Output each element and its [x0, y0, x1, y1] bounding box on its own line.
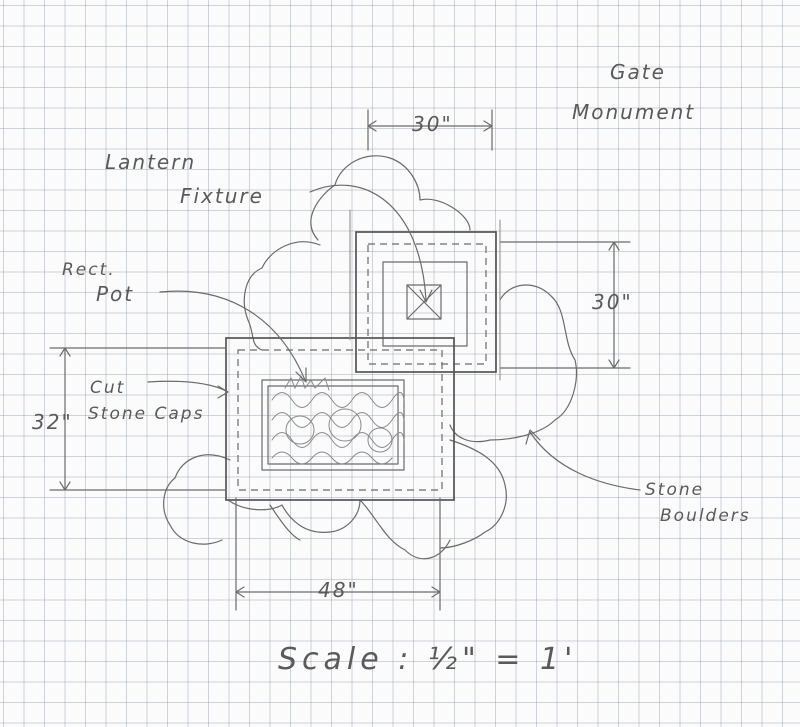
leader-arrows	[147, 184, 641, 491]
scale-note: Scale : ½" = 1'	[278, 642, 578, 677]
dimension-bottom-width: 48"	[318, 578, 359, 602]
cut-label-line-1: Cut	[90, 378, 126, 398]
stone-boulders	[163, 155, 578, 560]
boulders-label-line-2: Boulders	[660, 506, 751, 526]
dimension-right-height: 30"	[592, 290, 633, 314]
cut-stone-caps-plan	[225, 337, 455, 501]
pot-label-line-1: Rect.	[62, 260, 116, 280]
lantern-label-line-2: Fixture	[180, 184, 264, 208]
planting-scribble	[271, 374, 405, 465]
dimension-top-width: 30"	[412, 112, 453, 136]
pot-label-line-2: Pot	[96, 282, 135, 306]
lantern-cap-plan	[355, 231, 497, 373]
dimension-left-height: 32"	[32, 410, 73, 434]
title-line-1: Gate	[610, 60, 666, 84]
title-line-2: Monument	[572, 100, 696, 124]
cut-label-line-2: Stone Caps	[88, 404, 205, 424]
lantern-label-line-1: Lantern	[105, 150, 197, 174]
dimension-lines	[49, 109, 631, 611]
boulders-label-line-1: Stone	[645, 480, 705, 500]
